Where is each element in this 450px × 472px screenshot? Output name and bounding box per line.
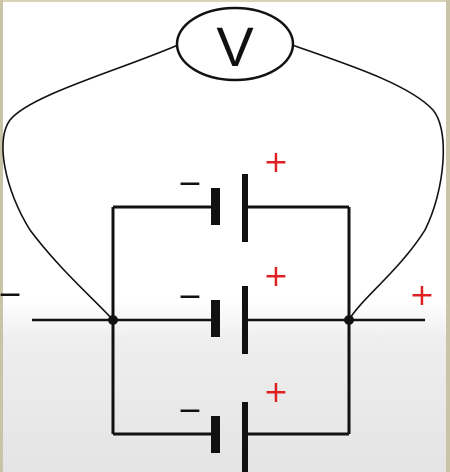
cell-2-negative-plate [211,300,220,337]
cell-3-positive-plate [242,402,248,472]
cell-3-negative-sign: − [177,393,202,428]
cell-2-negative-sign: − [177,279,202,314]
voltmeter-circle [175,6,295,82]
right-terminal-sign: + [409,278,434,313]
cell-1-negative-plate [211,188,220,225]
cell-1-positive-sign: + [263,145,288,180]
cell-2-positive-sign: + [263,259,288,294]
junction-left [108,315,118,325]
junction-right [344,315,354,325]
voltmeter-lead-left [2,44,179,321]
frame-left-edge [0,0,3,472]
voltmeter-lead-right [291,44,445,321]
battery-cell-3 [211,402,248,472]
cell-3-positive-sign: + [263,375,288,410]
battery-cell-1 [211,174,248,242]
cell-1-positive-plate [242,174,248,242]
voltmeter-label: V [216,15,254,78]
frame-top-edge [0,0,450,2]
cell-3-negative-plate [211,416,220,453]
frame-right-edge [446,0,450,472]
cell-1-negative-sign: − [177,166,202,201]
left-terminal-sign: − [0,277,23,312]
battery-cell-2 [211,286,248,354]
cell-2-positive-plate [242,286,248,354]
